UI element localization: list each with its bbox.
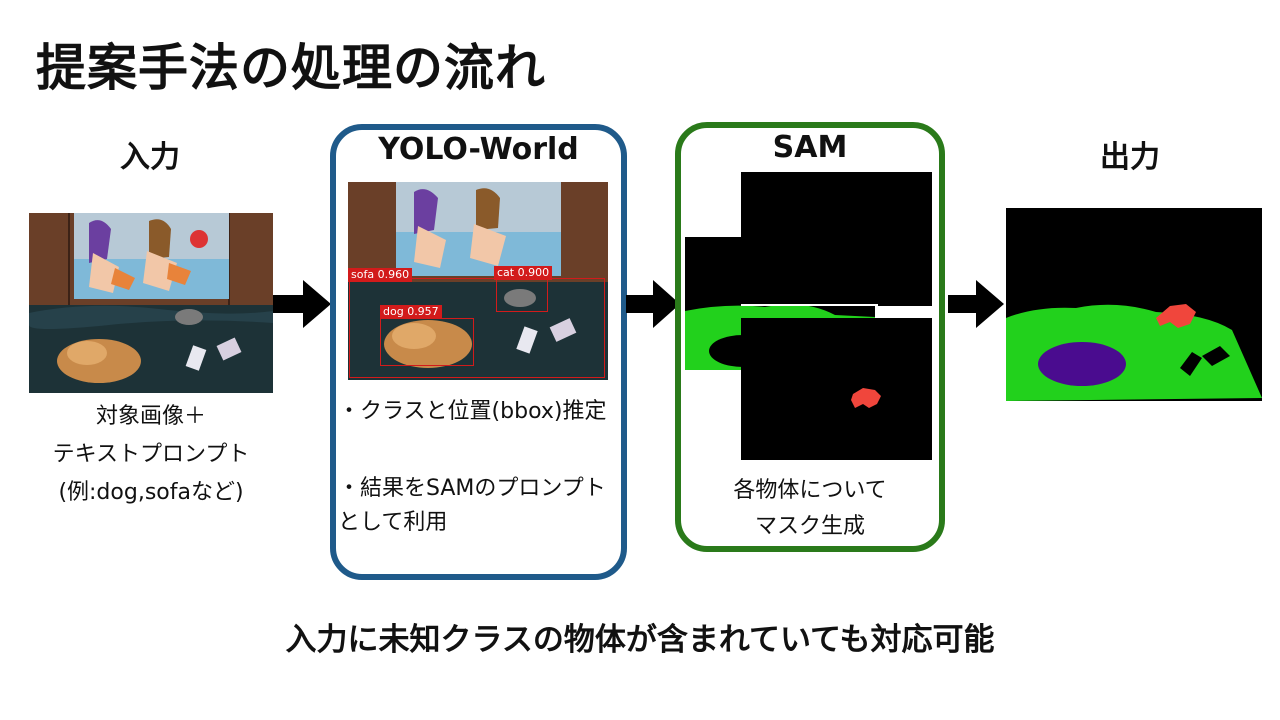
- yolo-note-2: ・結果をSAMのプロンプトとして利用: [338, 476, 606, 535]
- mask-divider: [741, 304, 875, 306]
- sam-mask-cat: [741, 318, 932, 460]
- output-heading: 出力: [1100, 140, 1160, 175]
- dog-bounding-box: [380, 318, 474, 366]
- input-caption-line: テキストプロンプト: [52, 442, 250, 467]
- sam-caption: 各物体について マスク生成: [675, 473, 945, 545]
- dog-detection-label: dog 0.957: [380, 305, 442, 319]
- input-image: [29, 213, 273, 393]
- sofa-detection-label: sofa 0.960: [348, 268, 413, 282]
- input-heading: 入力: [120, 140, 180, 175]
- flow-arrow: [948, 280, 1004, 332]
- input-caption-line: (例:dog,sofaなど): [58, 480, 244, 505]
- footer-message: 入力に未知クラスの物体が含まれていても対応可能: [285, 622, 995, 658]
- yolo-heading: YOLO-World: [378, 132, 579, 167]
- input-photo-illustration: [29, 213, 273, 393]
- yolo-detection-image: sofa 0.960 cat 0.900 dog 0.957: [348, 182, 608, 380]
- input-caption-line: 対象画像＋: [95, 404, 206, 429]
- sam-panel: [675, 122, 945, 552]
- sam-caption-line: マスク生成: [754, 514, 865, 539]
- yolo-note-1: ・クラスと位置(bbox)推定: [338, 399, 607, 424]
- sam-heading: SAM: [772, 130, 848, 165]
- flow-arrow: [273, 280, 331, 332]
- yolo-world-panel: [330, 124, 627, 580]
- input-caption: 対象画像＋ テキストプロンプト (例:dog,sofaなど): [20, 398, 282, 512]
- sam-caption-line: 各物体について: [733, 478, 887, 503]
- flow-arrow: [626, 280, 680, 332]
- cat-bounding-box: [496, 278, 548, 312]
- page-title: 提案手法の処理の流れ: [36, 39, 546, 97]
- cat-detection-label: cat 0.900: [494, 266, 553, 280]
- sofa-bounding-box: [349, 278, 605, 378]
- mask-divider: [875, 304, 878, 318]
- output-mask-image: [1006, 208, 1262, 401]
